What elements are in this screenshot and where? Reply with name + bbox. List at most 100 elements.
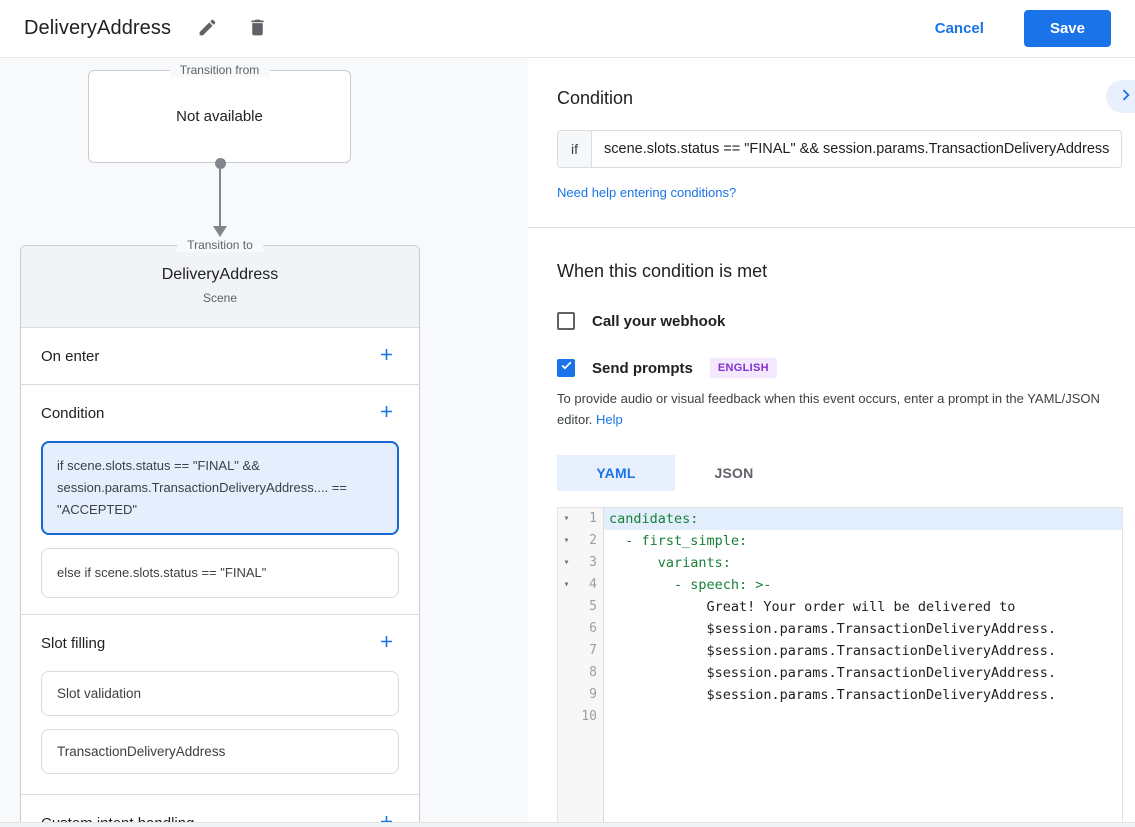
page-title: DeliveryAddress bbox=[24, 17, 172, 39]
code-text: - speech: >- bbox=[609, 576, 772, 593]
condition-label: Condition bbox=[41, 404, 105, 422]
line-number: 6 bbox=[575, 617, 604, 640]
condition-expression-input[interactable]: scene.slots.status == "FINAL" && session… bbox=[604, 141, 1110, 157]
send-prompts-label: Send prompts bbox=[592, 359, 693, 377]
conditions-help-link[interactable]: Need help entering conditions? bbox=[557, 185, 737, 200]
fold-arrow-icon[interactable]: ▾ bbox=[558, 507, 575, 530]
condition-cards: if scene.slots.status == "FINAL" && sess… bbox=[21, 441, 419, 614]
slot-filling-section: Slot filling Slot validation Transaction… bbox=[21, 614, 419, 794]
gutter-cell bbox=[558, 617, 575, 640]
code-text: $session.params.TransactionDeliveryAddre… bbox=[609, 642, 1057, 659]
gutter-cell bbox=[558, 639, 575, 662]
line-number: 5 bbox=[575, 595, 604, 618]
condition-expression-row: if scene.slots.status == "FINAL" && sess… bbox=[557, 130, 1123, 168]
gutter-cell bbox=[558, 595, 575, 618]
editor-format-tabs: YAML JSON bbox=[557, 454, 1123, 491]
code-empty bbox=[604, 728, 1122, 827]
plus-icon bbox=[377, 812, 396, 827]
on-enter-row[interactable]: On enter bbox=[21, 328, 419, 384]
transition-from-box: Transition from Not available bbox=[88, 63, 351, 163]
line-number: 3 bbox=[575, 551, 604, 574]
webhook-option-row: Call your webhook bbox=[557, 312, 1123, 330]
main-layout: Transition from Not available Transition… bbox=[0, 58, 1135, 827]
call-webhook-checkbox[interactable] bbox=[557, 312, 575, 330]
code-line: 9 $session.params.TransactionDeliveryAdd… bbox=[558, 683, 1122, 706]
scene-graph-canvas: Transition from Not available Transition… bbox=[0, 58, 528, 827]
slot-card[interactable]: TransactionDeliveryAddress bbox=[41, 729, 399, 774]
code-text: variants: bbox=[609, 554, 731, 571]
send-prompts-option-row: Send prompts ENGLISH bbox=[557, 358, 1123, 378]
edit-scene-button[interactable] bbox=[193, 15, 221, 43]
chevron-right-icon bbox=[1115, 84, 1135, 109]
tab-yaml[interactable]: YAML bbox=[557, 454, 675, 491]
code-text: - first_simple: bbox=[609, 532, 748, 549]
if-prefix-label: if bbox=[558, 131, 592, 167]
gutter-cell bbox=[558, 683, 575, 706]
condition-row[interactable]: Condition bbox=[21, 385, 419, 441]
transition-arrow-connector bbox=[208, 158, 232, 237]
add-custom-intent-button[interactable] bbox=[373, 810, 399, 827]
code-text: Great! Your order will be delivered to bbox=[609, 598, 1016, 615]
code-line: ▾ 1 candidates: bbox=[558, 507, 1123, 530]
prompt-help-link[interactable]: Help bbox=[596, 411, 623, 427]
prompt-hint-body: To provide audio or visual feedback when… bbox=[557, 391, 1100, 427]
app-bar: DeliveryAddress Cancel Save bbox=[0, 0, 1135, 58]
line-number: 1 bbox=[575, 507, 604, 530]
code-line: 10 bbox=[558, 705, 1122, 728]
connector-line bbox=[219, 169, 221, 226]
transition-from-legend: Transition from bbox=[169, 63, 270, 77]
transition-to-card: Transition to DeliveryAddress Scene On e… bbox=[20, 238, 420, 827]
line-number: 10 bbox=[575, 705, 604, 728]
line-number: 2 bbox=[575, 529, 604, 552]
section-divider bbox=[528, 227, 1135, 228]
add-slot-button[interactable] bbox=[373, 630, 399, 656]
slot-validation-card[interactable]: Slot validation bbox=[41, 671, 399, 716]
scene-name: DeliveryAddress bbox=[161, 266, 279, 283]
collapse-panel-button[interactable] bbox=[1106, 80, 1135, 113]
transition-to-legend: Transition to bbox=[177, 238, 263, 252]
prompt-hint-text: To provide audio or visual feedback when… bbox=[557, 389, 1123, 431]
slot-filling-row[interactable]: Slot filling bbox=[21, 615, 419, 671]
editor-empty-area[interactable] bbox=[558, 727, 1122, 827]
pencil-icon bbox=[197, 17, 218, 41]
code-text bbox=[604, 706, 1122, 728]
yaml-code-editor[interactable]: ▾ 1 candidates: ▾ 2 - first_simple: ▾ 3 … bbox=[557, 506, 1124, 827]
scene-card-header[interactable]: DeliveryAddress Scene bbox=[21, 246, 419, 327]
slot-filling-label: Slot filling bbox=[41, 634, 106, 652]
on-enter-label: On enter bbox=[41, 347, 100, 365]
horizontal-scrollbar[interactable] bbox=[0, 822, 1135, 827]
call-webhook-label: Call your webhook bbox=[592, 312, 726, 330]
condition-detail-panel: Condition if scene.slots.status == "FINA… bbox=[528, 58, 1135, 827]
code-line: ▾ 2 - first_simple: bbox=[558, 529, 1122, 552]
transition-from-value: Not available bbox=[176, 108, 263, 125]
add-on-enter-button[interactable] bbox=[373, 343, 399, 369]
checkmark-icon bbox=[560, 359, 573, 377]
line-number: 8 bbox=[575, 661, 604, 684]
line-number: 9 bbox=[575, 683, 604, 706]
condition-card-selected[interactable]: if scene.slots.status == "FINAL" && sess… bbox=[41, 441, 399, 535]
fold-arrow-icon[interactable]: ▾ bbox=[558, 573, 575, 596]
plus-icon bbox=[377, 632, 396, 654]
code-text: $session.params.TransactionDeliveryAddre… bbox=[609, 664, 1057, 681]
fold-arrow-icon[interactable]: ▾ bbox=[558, 551, 575, 574]
tab-json[interactable]: JSON bbox=[714, 464, 754, 481]
code-line: 8 $session.params.TransactionDeliveryAdd… bbox=[558, 661, 1122, 684]
code-line: 7 $session.params.TransactionDeliveryAdd… bbox=[558, 639, 1122, 662]
gutter-cell bbox=[558, 661, 575, 684]
cancel-button[interactable]: Cancel bbox=[919, 12, 1000, 45]
add-condition-button[interactable] bbox=[373, 400, 399, 426]
line-number: 4 bbox=[575, 573, 604, 596]
delete-scene-button[interactable] bbox=[243, 15, 271, 43]
code-text: $session.params.TransactionDeliveryAddre… bbox=[609, 686, 1057, 703]
send-prompts-checkbox[interactable] bbox=[557, 359, 575, 377]
code-text: candidates: bbox=[604, 507, 1123, 530]
when-met-title: When this condition is met bbox=[557, 261, 768, 281]
code-line: 5 Great! Your order will be delivered to bbox=[558, 595, 1122, 618]
code-line: ▾ 4 - speech: >- bbox=[558, 573, 1122, 596]
condition-handlers-section: When this condition is met Call your web… bbox=[528, 228, 1135, 827]
slot-cards: Slot validation TransactionDeliveryAddre… bbox=[21, 671, 419, 794]
plus-icon bbox=[377, 345, 396, 367]
condition-card[interactable]: else if scene.slots.status == "FINAL" bbox=[41, 548, 399, 598]
fold-arrow-icon[interactable]: ▾ bbox=[558, 529, 575, 552]
save-button[interactable]: Save bbox=[1023, 10, 1111, 47]
